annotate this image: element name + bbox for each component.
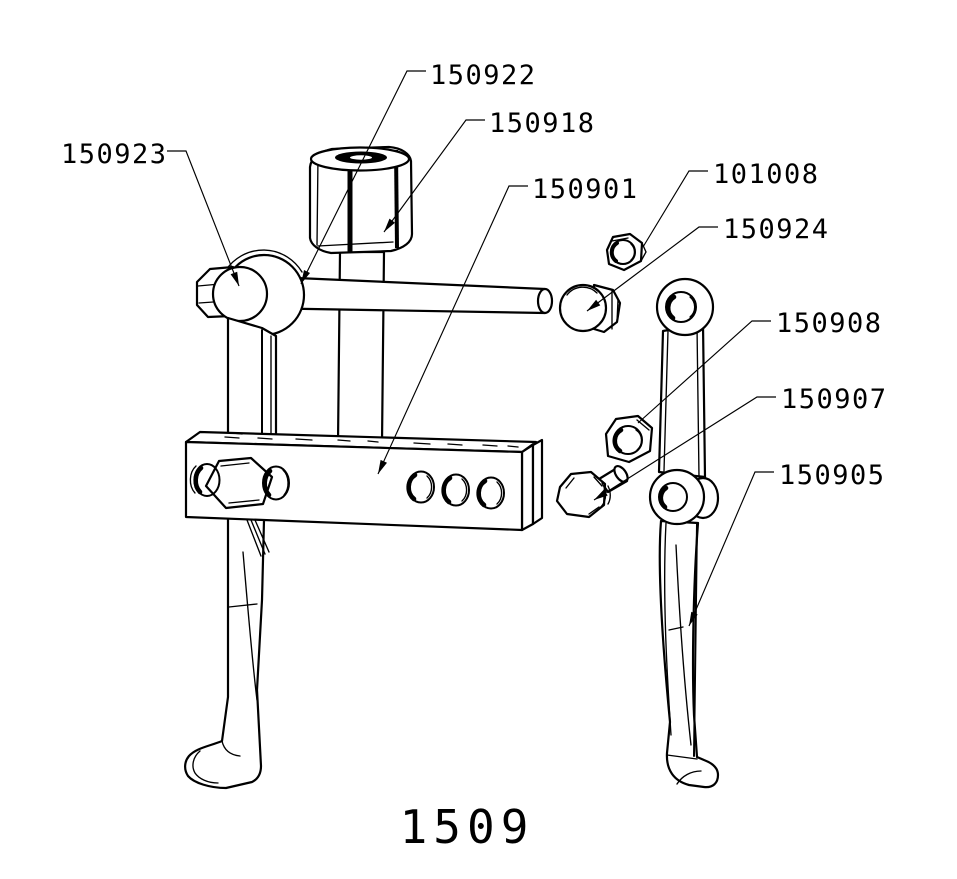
crossbeam-body [184, 430, 544, 532]
hex-nut-upper [605, 232, 647, 272]
label-150901: 150901 [532, 174, 639, 205]
label-150908: 150908 [776, 308, 883, 339]
drawing-title: 1509 [400, 800, 535, 854]
crossbeam-left-holes [189, 463, 290, 501]
hex-nut-lower [604, 414, 654, 464]
right-jaw-leg [648, 277, 720, 789]
crossbeam-hex-bolt-head [204, 456, 274, 510]
label-150922: 150922 [430, 60, 537, 91]
bolt-upper [558, 283, 622, 334]
label-150905: 150905 [779, 460, 886, 491]
bolt-lower [555, 464, 629, 519]
leader-lines [167, 70, 776, 627]
label-150918: 150918 [489, 108, 596, 139]
label-150923: 150923 [61, 139, 168, 170]
handle-ball-end [211, 265, 269, 323]
label-150924: 150924 [723, 214, 830, 245]
part-labels: 150922 150918 150923 150901 101008 15092… [61, 60, 888, 491]
crossbeam-top-hole-hints [224, 432, 519, 448]
crossbeam-right-holes [406, 470, 505, 510]
label-101008: 101008 [713, 159, 820, 190]
label-150907: 150907 [781, 384, 888, 415]
left-jaw-leg [184, 316, 278, 790]
